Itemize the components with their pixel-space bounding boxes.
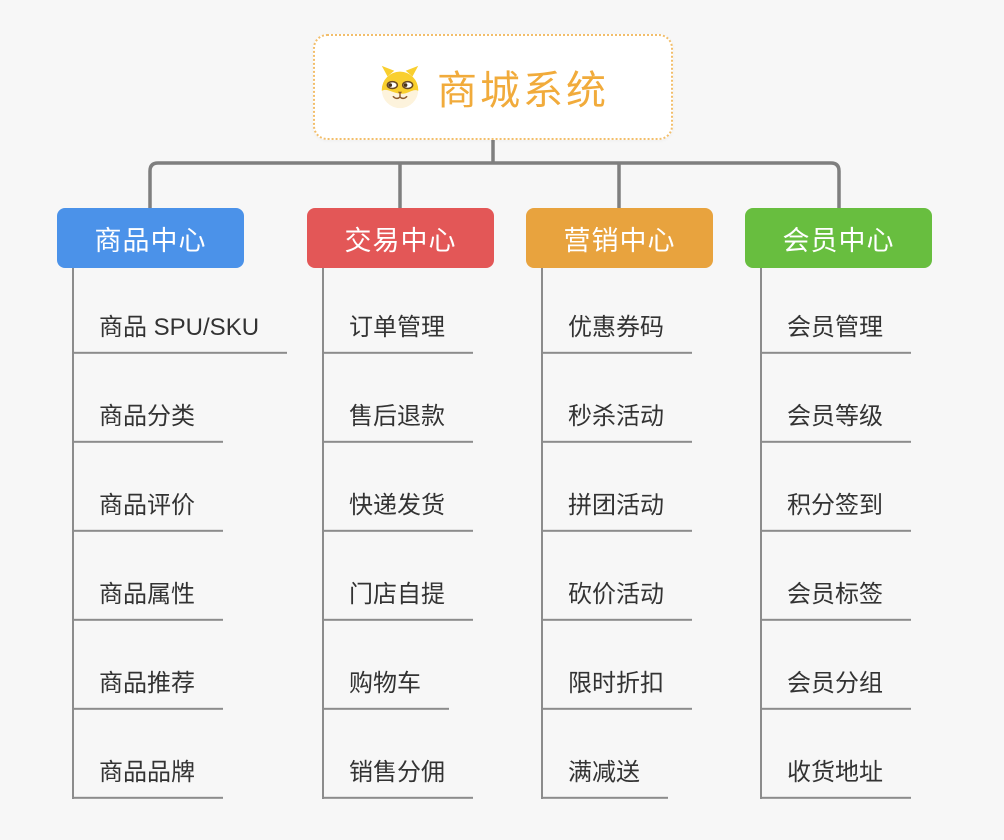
topic-item[interactable]: 收货地址: [760, 753, 911, 799]
topic-item[interactable]: 会员等级: [760, 397, 911, 443]
branch-node-marketing-center[interactable]: 营销中心: [526, 208, 713, 268]
topic-item[interactable]: 满减送: [541, 753, 668, 799]
topic-item[interactable]: 商品推荐: [72, 664, 223, 710]
topic-item[interactable]: 会员管理: [760, 308, 911, 354]
topic-item[interactable]: 商品品牌: [72, 753, 223, 799]
branch-trunk-line: [760, 268, 762, 799]
branch-node-trade-center[interactable]: 交易中心: [307, 208, 494, 268]
topic-item[interactable]: 快递发货: [322, 486, 473, 532]
root-node[interactable]: 商城系统: [313, 34, 673, 140]
topic-item[interactable]: 购物车: [322, 664, 449, 710]
root-node-title: 商城系统: [437, 69, 609, 113]
branch-node-product-center[interactable]: 商品中心: [57, 208, 244, 268]
topic-item[interactable]: 秒杀活动: [541, 397, 692, 443]
branch-trunk-line: [72, 268, 74, 799]
topic-item[interactable]: 限时折扣: [541, 664, 692, 710]
branch-node-member-center[interactable]: 会员中心: [745, 208, 932, 268]
topic-item[interactable]: 销售分佣: [322, 753, 473, 799]
topic-item[interactable]: 门店自提: [322, 575, 473, 621]
topic-item[interactable]: 优惠券码: [541, 308, 692, 354]
topic-item[interactable]: 售后退款: [322, 397, 473, 443]
topic-item[interactable]: 积分签到: [760, 486, 911, 532]
topic-item[interactable]: 商品分类: [72, 397, 223, 443]
topic-item[interactable]: 砍价活动: [541, 575, 692, 621]
topic-item[interactable]: 会员分组: [760, 664, 911, 710]
topic-item[interactable]: 商品评价: [72, 486, 223, 532]
topic-item[interactable]: 商品属性: [72, 575, 223, 621]
topic-item[interactable]: 拼团活动: [541, 486, 692, 532]
dog-face-icon: [377, 64, 423, 110]
topic-item[interactable]: 会员标签: [760, 575, 911, 621]
topic-item[interactable]: 商品 SPU/SKU: [72, 308, 288, 354]
topic-item[interactable]: 订单管理: [322, 308, 473, 354]
branch-trunk-line: [541, 268, 543, 799]
branch-trunk-line: [322, 268, 324, 799]
